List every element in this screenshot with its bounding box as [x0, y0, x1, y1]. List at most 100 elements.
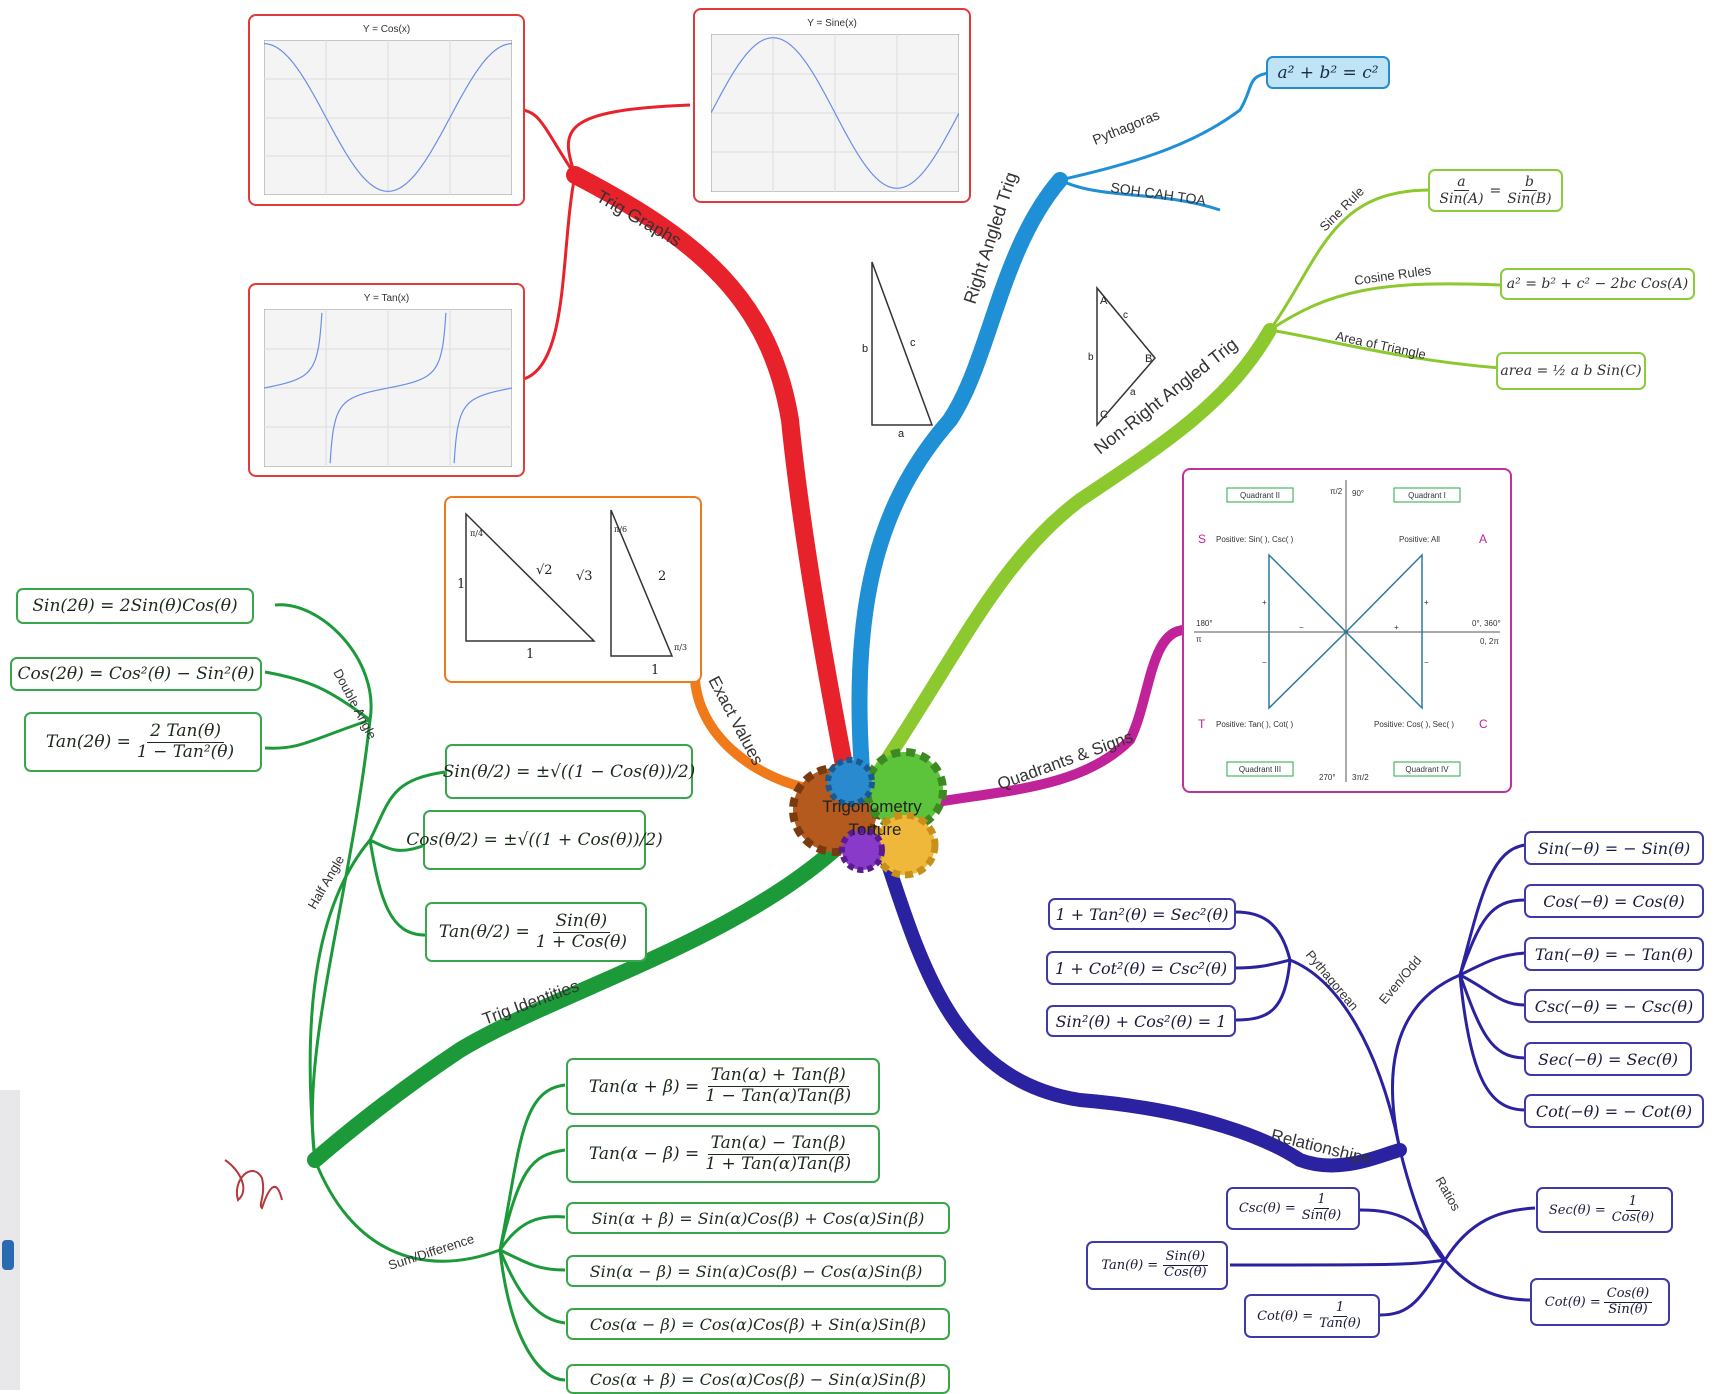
- nr-side-c: c: [1123, 310, 1128, 321]
- deg90-label: 90°: [1352, 489, 1364, 498]
- pythagorean-sin-cos-box: Sin²(θ) + Cos²(θ) = 1: [1046, 1005, 1236, 1037]
- ev-side-1c: 1: [651, 663, 659, 678]
- q2-label: Quadrant II: [1240, 491, 1280, 500]
- double-angle-sin-box: Sin(2θ) = 2Sin(θ)Cos(θ): [16, 588, 254, 624]
- half-angle-cos-box: Cos(θ/2) = ±√((1 + Cos(θ))/2): [406, 810, 663, 870]
- branch-trig-identities: [307, 832, 853, 1168]
- sign-plus-2: +: [1424, 598, 1429, 607]
- center-title-line2: Torture: [849, 820, 902, 839]
- nr-side-b: b: [1088, 352, 1094, 363]
- branch-right-angled: [851, 172, 1068, 778]
- pi-label: π: [1196, 635, 1202, 644]
- q1-label: Quadrant I: [1408, 491, 1446, 500]
- q4-label: Quadrant IV: [1405, 765, 1449, 774]
- vertex-B-label: B: [1145, 353, 1152, 365]
- exact-triangles: 1 1 √2 √3 2 1 π/4 π/6 π/3: [457, 509, 687, 678]
- even-odd-cot-box: Cot(−θ) = − Cot(θ): [1524, 1094, 1704, 1128]
- half-angle-sin-box: Sin(θ/2) = ±√((1 − Cos(θ))/2): [443, 744, 695, 799]
- cos-graph-panel: Y = Cos(x): [248, 14, 525, 206]
- even-odd-sec-box: Sec(−θ) = Sec(θ): [1524, 1042, 1692, 1076]
- label-sohcahtoa: SOH CAH TOA: [1110, 179, 1208, 208]
- tan-curve: [264, 309, 512, 467]
- even-odd-sin-box: Sin(−θ) = − Sin(θ): [1524, 831, 1704, 865]
- label-pythagorean: Pythagorean: [1303, 947, 1362, 1013]
- sign-minus-1: −: [1299, 623, 1304, 632]
- sum-tan-minus-box: Tan(α − β) = Tan(α) − Tan(β)1 + Tan(α)Ta…: [566, 1125, 880, 1183]
- non-right-triangle-figure: A B C c b a: [1088, 285, 1156, 428]
- sin-curve: [711, 34, 959, 192]
- deg0-label: 0°, 360°: [1472, 619, 1501, 628]
- s-text: Positive: Sin( ), Csc( ): [1216, 535, 1294, 544]
- vertex-A-label: A: [1100, 295, 1108, 307]
- label-trig-graphs: Trig Graphs: [593, 186, 685, 251]
- center-title-line1: Trigonometry: [822, 797, 922, 816]
- label-even-odd: Even/Odd: [1376, 953, 1425, 1007]
- sign-plus-3: +: [1394, 623, 1399, 632]
- signature-mark: [224, 1159, 283, 1210]
- label-sum-difference: Sum/Difference: [386, 1231, 476, 1273]
- branch-trig-graphs: [566, 166, 854, 779]
- quadrant-svg: Quadrant II Quadrant I Quadrant III Quad…: [1194, 480, 1501, 782]
- sin-graph-panel: Y = Sine(x): [693, 8, 971, 203]
- sign-plus-1: +: [1262, 598, 1267, 607]
- q3-label: Quadrant III: [1239, 765, 1281, 774]
- double-angle-cos-box: Cos(2θ) = Cos²(θ) − Sin²(θ): [10, 657, 262, 691]
- even-odd-tan-box: Tan(−θ) = − Tan(θ): [1524, 937, 1704, 971]
- label-pythagoras: Pythagoras: [1090, 106, 1162, 147]
- branch-exact-values: [690, 675, 820, 795]
- sum-sin-plus-box: Sin(α + β) = Sin(α)Cos(β) + Cos(α)Sin(β): [566, 1202, 950, 1234]
- ev-root2: √2: [536, 563, 553, 578]
- area-triangle-box: area = ½ a b Sin(C): [1496, 352, 1646, 390]
- label-area-triangle: Area of Triangle: [1334, 328, 1427, 362]
- sum-cos-plus-box: Cos(α + β) = Cos(α)Cos(β) − Sin(α)Sin(β): [566, 1364, 950, 1394]
- branch-relationships: [873, 833, 1407, 1173]
- label-ratios: Ratios: [1432, 1174, 1464, 1214]
- exact-values-panel: 1 1 √2 √3 2 1 π/4 π/6 π/3: [444, 496, 702, 683]
- center-gears: [789, 748, 947, 879]
- c-text: Positive: Cos( ), Sec( ): [1374, 720, 1454, 729]
- three-pi-half-label: 3π/2: [1352, 773, 1369, 782]
- side-a-label: a: [898, 428, 905, 440]
- branch-quadrants: [915, 625, 1190, 810]
- cos-graph-title: Y = Cos(x): [362, 24, 411, 35]
- ev-root3: √3: [576, 569, 593, 584]
- ev-pi6: π/6: [614, 525, 627, 534]
- tan-graph-title: Y = Tan(x): [363, 293, 410, 304]
- side-b-label: b: [862, 343, 868, 355]
- ev-side-1a: 1: [457, 577, 465, 592]
- tan-graph-panel: Y = Tan(x): [248, 283, 525, 477]
- pythagorean-tan-box: 1 + Tan²(θ) = Sec²(θ): [1048, 898, 1236, 930]
- right-triangle-figure: b c a: [862, 261, 934, 440]
- ev-side-1b: 1: [526, 647, 534, 662]
- ev-two: 2: [658, 569, 666, 584]
- sum-sin-minus-box: Sin(α − β) = Sin(α)Cos(β) − Cos(α)Sin(β): [566, 1255, 946, 1287]
- ev-pi3: π/3: [674, 643, 687, 652]
- nr-side-a: a: [1130, 387, 1136, 398]
- half-angle-tan-box: Tan(θ/2) = Sin(θ)1 + Cos(θ): [425, 902, 647, 962]
- quadrant-s-letter: S: [1198, 532, 1206, 546]
- branch-non-right: [873, 323, 1277, 777]
- a-text: Positive: All: [1399, 535, 1440, 544]
- sign-minus-2: −: [1262, 658, 1267, 667]
- ratio-tan-box: Tan(θ) = Sin(θ)Cos(θ): [1086, 1241, 1228, 1290]
- pythagorean-cot-box: 1 + Cot²(θ) = Csc²(θ): [1046, 951, 1236, 985]
- deg270-label: 270°: [1319, 773, 1336, 782]
- pi-half-label: π/2: [1330, 487, 1343, 496]
- quadrant-a-letter: A: [1479, 532, 1487, 546]
- sin-graph-title: Y = Sine(x): [807, 18, 857, 29]
- cos-curve: [264, 40, 512, 195]
- sum-tan-plus-box: Tan(α + β) = Tan(α) + Tan(β)1 − Tan(α)Ta…: [566, 1058, 880, 1115]
- sign-minus-3: −: [1424, 658, 1429, 667]
- double-angle-tan-box: Tan(2θ) = 2 Tan(θ)1 − Tan²(θ): [24, 712, 262, 772]
- even-odd-csc-box: Csc(−θ) = − Csc(θ): [1524, 989, 1704, 1023]
- pythagoras-formula-box: a² + b² = c²: [1266, 56, 1390, 89]
- zero-two-pi-label: 0, 2π: [1480, 637, 1499, 646]
- label-quadrants: Quadrants & Signs: [995, 727, 1136, 794]
- quadrant-t-letter: T: [1198, 717, 1206, 731]
